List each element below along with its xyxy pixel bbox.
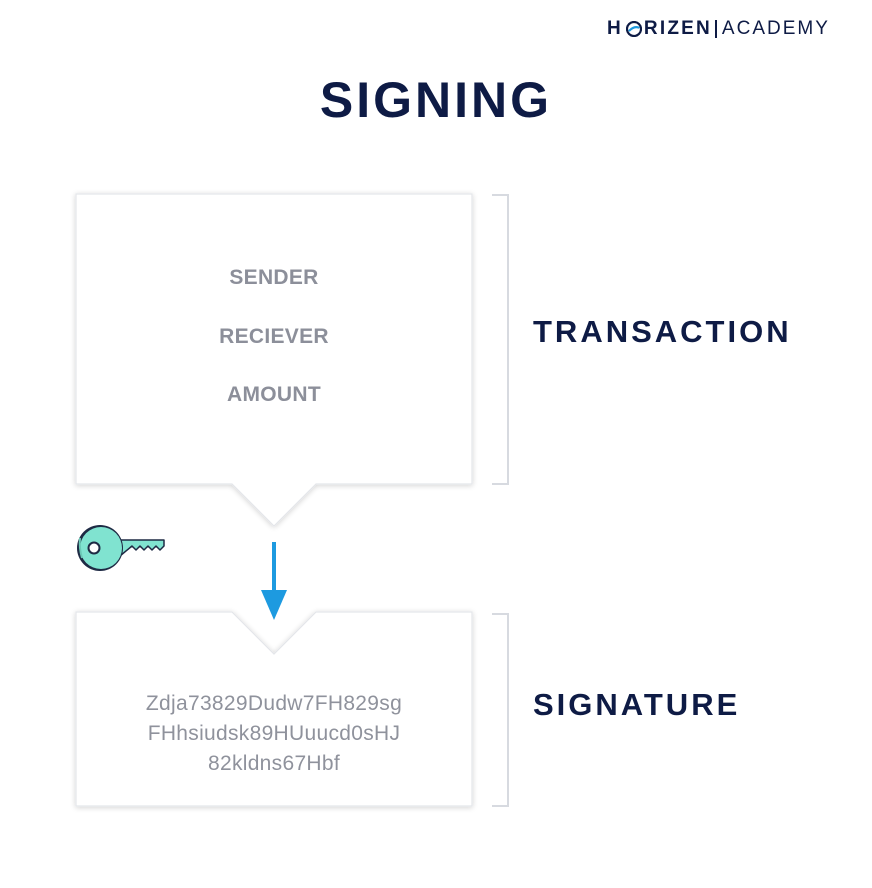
transaction-field-receiver: RECIEVER	[219, 325, 329, 348]
arrow-down-icon	[261, 542, 287, 620]
transaction-box	[75, 193, 473, 527]
transaction-field-amount: AMOUNT	[227, 383, 321, 406]
transaction-label: TRANSACTION	[533, 314, 792, 349]
transaction-bracket	[492, 194, 509, 485]
horizen-logo-icon	[625, 20, 643, 38]
logo-text-academy: ACADEMY	[721, 18, 830, 39]
logo-text-rizen: RIZEN	[643, 18, 712, 39]
signature-line-3: 82kldns67Hbf	[207, 752, 341, 775]
horizen-academy-logo: H RIZEN ACADEMY	[607, 16, 852, 42]
key-icon	[77, 525, 165, 571]
logo-divider	[714, 20, 717, 38]
signature-line-1: Zdja73829Dudw7FH829sg	[145, 692, 403, 715]
logo-letter-h: H	[607, 18, 623, 39]
transaction-field-sender: SENDER	[229, 266, 319, 289]
page-title: SIGNING	[319, 72, 553, 128]
signature-box	[75, 611, 473, 807]
signature-line-2: FHhsiudsk89HUuucd0sHJ	[147, 722, 401, 745]
signature-label: SIGNATURE	[533, 687, 741, 722]
signature-bracket	[492, 613, 509, 807]
